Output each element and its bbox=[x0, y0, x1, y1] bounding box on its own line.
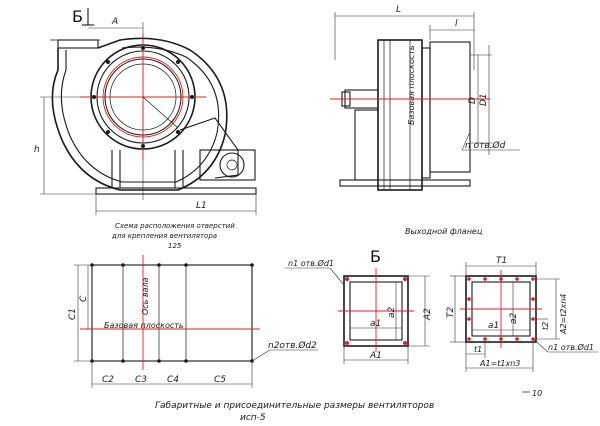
section-mark-b-front: Б bbox=[72, 7, 83, 26]
dim-l-lower-label: l bbox=[455, 19, 458, 29]
front-caption-line1: Схема расположения отверстий bbox=[115, 222, 235, 230]
flange-r-a2-label: a2 bbox=[509, 312, 519, 324]
flange-r-holes-label: n1 отв.Ød1 bbox=[548, 342, 594, 352]
dim-c4-label: C4 bbox=[167, 375, 179, 385]
flange-r-note-label: 10 bbox=[532, 389, 542, 398]
dim-c1-label: C1 bbox=[68, 308, 78, 320]
shaft-axis-label: Ось вала bbox=[141, 277, 150, 315]
dim-l-upper-label: L bbox=[396, 5, 401, 15]
side-view: L l Базовая плоскость D D1 n отв.Ød Выхо… bbox=[330, 5, 520, 236]
dim-d1-label: D1 bbox=[479, 93, 489, 106]
flange-b-a2-label: a2 bbox=[387, 306, 397, 318]
flange-r-t1-small-label: t1 bbox=[474, 345, 482, 354]
dim-a-label: A bbox=[111, 17, 118, 27]
flange-r-chain-label: A1=t1xn3 bbox=[479, 359, 520, 368]
dim-c-label: C bbox=[79, 295, 89, 302]
base-plate-view: Ось вала Базовая плоскость C1 C C2 C3 C4… bbox=[68, 255, 434, 423]
dim-d-label: D bbox=[468, 97, 478, 104]
front-view: Б A bbox=[34, 7, 257, 250]
dim-c2-label: C2 bbox=[102, 375, 114, 385]
flange-right-view: T1 T2 a1 a2 A2=t2xn4 t2 t1 A1=t1xn3 n bbox=[446, 256, 598, 398]
dim-c3-label: C3 bbox=[135, 375, 147, 385]
front-caption-line3: 125 bbox=[168, 242, 182, 250]
outlet-flange-caption: Выходной фланец bbox=[405, 227, 483, 236]
main-caption-line2: исп-5 bbox=[240, 413, 266, 423]
flange-r-side-chain-label: A2=t2xn4 bbox=[559, 294, 568, 335]
flange-b-a2-outer-label: A2 bbox=[423, 308, 433, 321]
base-plane-label: Базовая плоскость bbox=[104, 321, 184, 330]
flange-b-a1-label: a1 bbox=[370, 319, 381, 329]
side-base-plane-label: Базовая плоскость bbox=[407, 45, 416, 125]
side-holes-label: n отв.Ød bbox=[465, 140, 506, 151]
dim-l1-label: L1 bbox=[196, 201, 207, 211]
flange-b-holes-label: n1 отв.Ød1 bbox=[288, 258, 334, 268]
dim-h-label: h bbox=[34, 145, 40, 155]
flange-r-t2-label: T2 bbox=[446, 307, 456, 318]
main-caption-line1: Габаритные и присоединительные размеры в… bbox=[155, 401, 434, 411]
section-mark-b-flange: Б bbox=[370, 247, 381, 266]
flange-r-t2-small-label: t2 bbox=[541, 322, 550, 330]
flange-r-t1-label: T1 bbox=[496, 256, 507, 266]
flange-b-view: Б n1 отв.Ød1 a1 a2 A1 A2 bbox=[285, 247, 433, 364]
flange-r-a1-label: a1 bbox=[488, 321, 499, 331]
dim-c5-label: C5 bbox=[214, 375, 226, 385]
base-holes-label: n2отв.Ød2 bbox=[268, 340, 317, 351]
front-caption-line2: для крепления вентилятора bbox=[111, 232, 217, 240]
flange-b-a1-outer-label: A1 bbox=[369, 351, 382, 361]
